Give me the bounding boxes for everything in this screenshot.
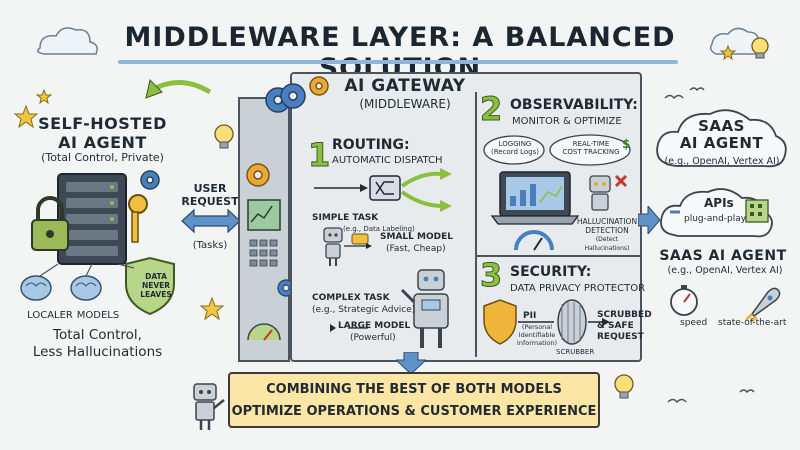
- routing-subtitle: AUTOMATIC DISPATCH: [332, 155, 443, 166]
- to-banner-arrow: [396, 352, 426, 374]
- routing-diagram: [314, 168, 452, 348]
- gear-icon: [246, 163, 270, 187]
- observability-number: 2: [479, 90, 503, 129]
- speed-label: speed: [680, 318, 708, 328]
- simple-task-example: (e.g., Data Labeling): [343, 225, 415, 233]
- observability-subtitle: MONITOR & OPTIMIZE: [512, 116, 622, 127]
- gauge-icon: [514, 230, 554, 251]
- star-icon: [13, 44, 737, 321]
- chip-icon: [745, 199, 769, 223]
- page-title: MIDDLEWARE LAYER: A BALANCED SOLUTION: [124, 22, 676, 84]
- key-icon: [128, 194, 148, 243]
- security-subtitle: DATA PRIVACY PROTECTOR: [510, 283, 646, 294]
- security-title: SECURITY:: [510, 264, 592, 280]
- monitor-screen-icon: [247, 199, 281, 231]
- gear-icon: [140, 170, 160, 190]
- tag-icon: [351, 233, 369, 245]
- bidirectional-arrow: [181, 208, 241, 234]
- title-underline: [118, 60, 678, 64]
- small-model-label: SMALL MODEL: [380, 232, 453, 242]
- localer-label: LOCALER: [27, 310, 73, 321]
- cloud-icon: [709, 27, 764, 55]
- saas-cloud-title: SAAS AI AGENT: [679, 117, 764, 152]
- routing-title: ROUTING:: [332, 137, 410, 153]
- server-illustration: [20, 173, 175, 316]
- robot-icon: [589, 175, 611, 211]
- security-number: 3: [479, 256, 503, 295]
- arrow-right-icon: [638, 206, 660, 234]
- complex-task-label: COMPLEX TASK: [312, 293, 390, 303]
- error-x-icon: [614, 174, 628, 188]
- large-robot-icon: [400, 269, 449, 348]
- cloud-icon: [37, 27, 98, 55]
- security-diagram: [483, 299, 610, 345]
- gateway-gears: [280, 76, 329, 109]
- large-model-label: LARGE MODEL: [338, 321, 411, 331]
- banner-robot: [193, 383, 225, 430]
- double-arrow-icon: [181, 208, 241, 234]
- state-of-the-art-label: state-of-the-art: [718, 318, 787, 328]
- bottom-banner: COMBINING THE BEST OF BOTH MODELS OPTIMI…: [228, 372, 600, 428]
- scrubber-icon: [557, 299, 587, 345]
- pii-label: PII: [523, 311, 537, 321]
- models-label: MODELS: [76, 310, 120, 321]
- gateway-divider-vertical: [475, 92, 477, 357]
- small-model-note: (Fast, Cheap): [386, 244, 446, 254]
- gateway-subtitle: (MIDDLEWARE): [359, 97, 451, 111]
- speed-and-rocket: [670, 285, 781, 322]
- shield-label: DATA NEVER LEAVES: [140, 272, 172, 299]
- small-robot-icon: [323, 227, 343, 266]
- user-request-label: USER REQUEST: [181, 182, 239, 208]
- saas-agent-subtitle: (e.g., OpenAI, Vertex AI): [667, 265, 783, 276]
- bird-icon: [664, 87, 755, 404]
- cost-tracking-bubble: [549, 134, 631, 166]
- large-model-note: (Powerful): [350, 333, 396, 343]
- apis-label: APIs: [704, 196, 734, 210]
- light-bulb-icon: [214, 37, 769, 399]
- banner-line-2: OPTIMIZE OPERATIONS & CUSTOMER EXPERIENC…: [231, 404, 597, 419]
- shuffle-icon: [369, 175, 401, 201]
- shield-icon: [483, 299, 517, 345]
- stopwatch-icon: [670, 285, 698, 316]
- gauge-icon: [247, 323, 281, 341]
- rocket-icon: [745, 287, 781, 322]
- simple-task-label: SIMPLE TASK: [312, 213, 379, 223]
- gear-icon: [280, 83, 306, 109]
- robot-icon: [193, 383, 225, 430]
- observability-title: OBSERVABILITY:: [510, 97, 638, 113]
- left-summary: Total Control, Less Hallucinations: [32, 327, 163, 360]
- shield-icon: [125, 256, 175, 316]
- self-hosted-subtitle: (Total Control, Private): [41, 151, 164, 164]
- arrow-down-icon: [396, 352, 426, 374]
- complex-task-example: (e.g., Strategic Advice): [312, 305, 416, 315]
- hallucination-label: HALLUCINATION DETECTION (Detect Hallucin…: [576, 217, 638, 252]
- device-details: [246, 87, 295, 341]
- banner-line-1: COMBINING THE BEST OF BOTH MODELS: [266, 382, 562, 397]
- plug-and-play-label: plug-and-play: [684, 214, 747, 224]
- logging-label: LOGGING (Record Logs): [490, 140, 540, 156]
- gateway-divider-horizontal: [475, 255, 640, 257]
- saas-cloud-subtitle: (e.g., OpenAI, Vertex AI): [664, 156, 780, 167]
- tasks-label: (Tasks): [192, 240, 228, 251]
- self-hosted-title: SELF-HOSTED AI AGENT: [38, 114, 167, 152]
- gear-icon: [309, 76, 329, 96]
- scrubbed-request-label: SCRUBBED & SAFE REQUEST: [597, 310, 652, 342]
- scrubber-label: SCRUBBER: [556, 348, 595, 356]
- logging-bubble: [483, 135, 545, 165]
- cloud-icon: [656, 109, 787, 168]
- arrow-head-icon: [145, 79, 163, 99]
- saas-agent-title: SAAS AI AGENT: [659, 248, 787, 264]
- observability-diagram: [483, 134, 631, 251]
- brain-icon: [20, 275, 102, 301]
- padlock-icon: [31, 196, 69, 251]
- dollar-icon: $: [622, 137, 631, 151]
- cloud-icon: [660, 188, 773, 238]
- to-saas-arrow: [638, 206, 660, 234]
- saas-illustration: [656, 109, 787, 238]
- routing-number: 1: [307, 136, 331, 175]
- pii-description: (Personal Identifiable Information): [516, 323, 558, 347]
- gateway-title: AI GATEWAY: [344, 76, 466, 96]
- cost-tracking-label: REAL-TIME COST TRACKING: [562, 140, 620, 156]
